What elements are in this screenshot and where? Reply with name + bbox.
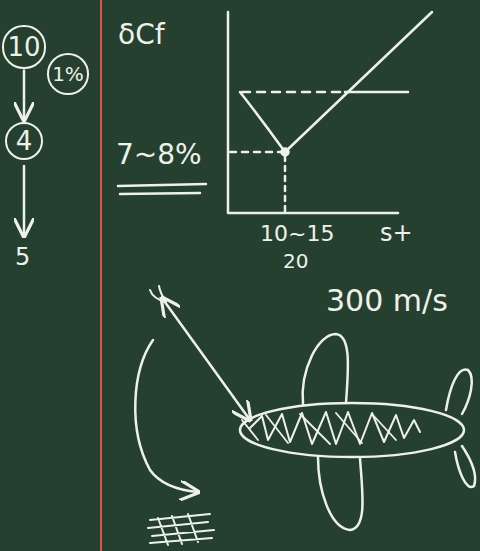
node-text: 1% xyxy=(52,63,84,85)
minimum-dot xyxy=(282,149,289,156)
sketch-label: 10~15 xyxy=(260,222,334,246)
dashed-drop xyxy=(284,156,287,211)
node-text: 4 xyxy=(16,127,33,156)
sketch-label: 300 m/s xyxy=(326,284,448,317)
tail-fin xyxy=(455,446,475,487)
level-line xyxy=(345,91,408,94)
underline xyxy=(118,184,206,194)
node-text: 10 xyxy=(7,33,40,62)
down-arrow xyxy=(23,166,26,236)
dashed-level xyxy=(230,151,282,154)
dashed-level xyxy=(242,91,340,94)
drag-curve xyxy=(240,12,432,152)
connector-arrow xyxy=(23,71,26,120)
fuselage xyxy=(240,403,464,457)
margin-line xyxy=(100,0,102,551)
curved-arrow xyxy=(135,340,198,492)
circled-number: 10 xyxy=(2,25,45,68)
double-arrow xyxy=(162,298,250,420)
scribble xyxy=(148,514,214,545)
hatching xyxy=(242,413,396,444)
lower-wing xyxy=(318,457,363,530)
sketch-label: s+ xyxy=(380,220,413,246)
graph-axes xyxy=(228,12,398,213)
sketch-label: 5 xyxy=(15,244,30,270)
sketch-label: 7~8% xyxy=(116,140,202,171)
sketch-label: 20 xyxy=(283,250,308,272)
circled-number: 1% xyxy=(47,53,89,95)
upper-wing xyxy=(303,334,348,404)
tail-fin xyxy=(446,369,472,414)
arrow-mark xyxy=(150,286,166,302)
circled-number: 4 xyxy=(5,122,43,160)
double-arrow xyxy=(162,298,250,420)
sketch-label: δCf xyxy=(118,20,165,51)
